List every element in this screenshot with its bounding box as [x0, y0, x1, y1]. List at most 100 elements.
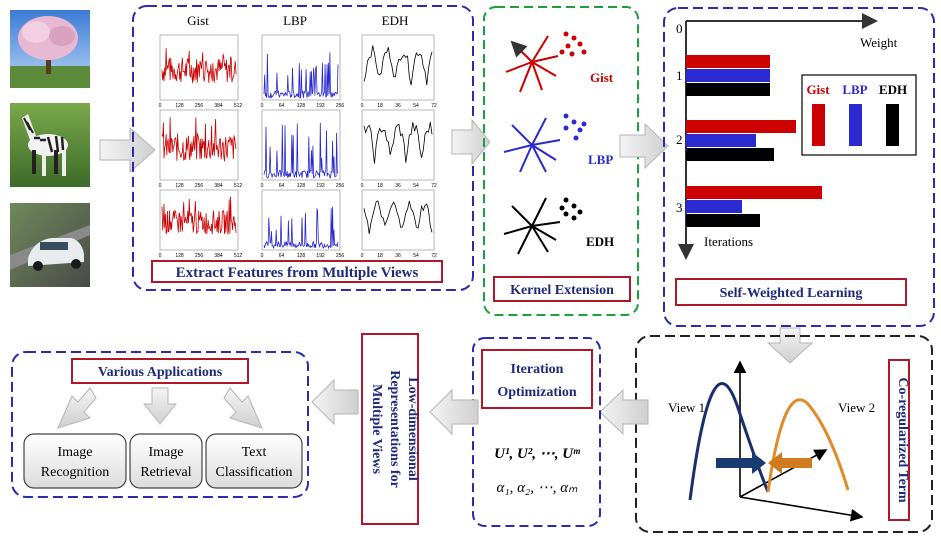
app-image-recognition[interactable]: Image Recognition — [23, 433, 127, 489]
plot-tick-edh-1-1: 18 — [377, 103, 383, 109]
plot-tick-lbp-1-0: 0 — [261, 103, 264, 109]
iteration-formula-u: U¹, U², ⋯, Uᵐ — [494, 446, 580, 462]
iteration-title-line2: Optimization — [497, 385, 577, 400]
weight-title-box — [675, 278, 907, 306]
kernel-label-edh: EDH — [586, 234, 614, 249]
legend-gist: Gist — [806, 82, 830, 97]
feature-plots: 0 128 256 384 512 0 64 128 192 256 0 18 36 54 72 0 128 25… — [159, 34, 437, 259]
app-image-retrieval-line1: Image — [149, 445, 184, 460]
weight-tick-2: 2 — [676, 132, 683, 147]
coreg-axis-right — [739, 496, 864, 522]
weight-panel — [663, 7, 935, 327]
plot-line-lbp-3 — [263, 206, 339, 250]
kernel-dots-gist — [559, 31, 587, 57]
header-gist: Gist — [187, 13, 209, 28]
weight-title: Self-Weighted Learning — [720, 286, 863, 301]
weight-bar-edh-2 — [686, 148, 774, 161]
iteration-panel — [472, 337, 601, 527]
plot-tick-lbp-3-2: 128 — [297, 253, 306, 259]
plot-tick-edh-2-1: 18 — [377, 183, 383, 189]
plot-tick-lbp-2-4: 256 — [336, 183, 345, 189]
plot-line-edh-3 — [363, 200, 433, 235]
view2-label: View 2 — [838, 400, 875, 415]
plot-tick-gist-3-0: 0 — [159, 253, 162, 259]
plot-tick-edh-2-0: 0 — [361, 183, 364, 189]
plot-tick-gist-3-1: 128 — [175, 253, 184, 259]
lowdim-line3: Multiple Views — [369, 384, 384, 474]
plot-tick-edh-3-4: 72 — [431, 253, 437, 259]
plot-tick-gist-1-1: 128 — [175, 103, 184, 109]
features-title-box — [151, 260, 443, 283]
legend-edh: EDH — [879, 82, 907, 97]
kernel-star-lbp — [503, 117, 561, 173]
apps-title-box — [71, 358, 249, 384]
plot-tick-edh-2-3: 54 — [413, 183, 419, 189]
flow-arrow-7 — [311, 378, 359, 426]
kernel-title: Kernel Extension — [510, 283, 614, 298]
lowdim-line2: Representations for — [387, 370, 402, 488]
kernel-dots-edh — [559, 197, 583, 221]
iteration-title-box — [481, 349, 593, 409]
coreg-title: Co-regularized Term — [895, 377, 910, 503]
flow-arrow-2 — [451, 118, 491, 166]
weight-bar-lbp-2 — [686, 134, 756, 147]
kernel-label-gist: Gist — [590, 70, 614, 85]
plot-tick-edh-3-2: 36 — [395, 253, 401, 259]
plot-frame-lbp-3 — [261, 189, 341, 251]
plot-frame-edh-2 — [361, 109, 435, 181]
plot-tick-gist-1-0: 0 — [159, 103, 162, 109]
weight-axis-x-label: Weight — [860, 35, 898, 50]
iteration-formula-alpha: α₁, α₂, ⋯, αₘ — [497, 480, 579, 496]
kernel-panel — [483, 6, 639, 316]
plot-tick-lbp-3-3: 192 — [316, 253, 325, 259]
apps-arrow-left — [57, 387, 97, 429]
flow-arrow-6 — [429, 388, 479, 436]
coreg-panel — [635, 335, 933, 533]
header-edh: EDH — [382, 13, 409, 28]
plot-tick-edh-3-0: 0 — [361, 253, 364, 259]
plot-tick-gist-1-4: 512 — [234, 103, 243, 109]
weight-bars — [686, 55, 822, 227]
plot-tick-lbp-1-2: 128 — [297, 103, 306, 109]
app-image-retrieval[interactable]: Image Retrieval — [129, 433, 203, 489]
plot-tick-gist-2-2: 256 — [195, 183, 204, 189]
plot-tick-lbp-2-0: 0 — [261, 183, 264, 189]
plot-line-lbp-1 — [263, 52, 339, 100]
app-text-classification[interactable]: Text Classification — [205, 433, 303, 489]
flow-arrow-3 — [619, 122, 669, 170]
plot-tick-gist-2-4: 512 — [234, 183, 243, 189]
kernel-label-lbp: LBP — [588, 152, 613, 167]
kernel-dots-lbp — [563, 113, 587, 141]
plot-line-edh-2 — [363, 122, 433, 164]
legend-lbp: LBP — [842, 82, 867, 97]
plot-tick-edh-1-4: 72 — [431, 103, 437, 109]
iteration-title-line1: Iteration — [511, 362, 564, 377]
lowdim-box — [361, 333, 419, 525]
plot-tick-lbp-1-3: 192 — [316, 103, 325, 109]
plot-frame-edh-3 — [361, 189, 435, 251]
weight-tick-1: 1 — [676, 68, 683, 83]
input-image-zebra — [10, 103, 90, 187]
plot-tick-edh-2-4: 72 — [431, 183, 437, 189]
app-text-classification-line1: Text — [242, 445, 267, 460]
apps-title: Various Applications — [98, 365, 223, 380]
plot-tick-lbp-3-0: 0 — [261, 253, 264, 259]
apps-arrow-right — [223, 387, 263, 429]
plot-frame-lbp-2 — [261, 109, 341, 181]
weight-bar-gist-2 — [686, 120, 796, 133]
view1-label: View 1 — [668, 400, 705, 415]
plot-tick-lbp-2-3: 192 — [316, 183, 325, 189]
plot-tick-gist-1-3: 384 — [214, 103, 223, 109]
plot-tick-gist-3-2: 256 — [195, 253, 204, 259]
plot-tick-lbp-2-1: 64 — [279, 183, 285, 189]
plot-tick-gist-3-4: 512 — [234, 253, 243, 259]
legend-swatch-lbp — [849, 104, 862, 146]
flow-arrow-5 — [599, 388, 649, 436]
plot-tick-gist-2-3: 384 — [214, 183, 223, 189]
features-title: Extract Features from Multiple Views — [176, 265, 419, 281]
plot-frame-edh-1 — [361, 34, 435, 101]
view2-curve — [766, 398, 850, 493]
plot-tick-lbp-2-2: 128 — [297, 183, 306, 189]
plot-line-gist-3 — [161, 196, 237, 235]
weight-bar-lbp-1 — [686, 69, 770, 82]
